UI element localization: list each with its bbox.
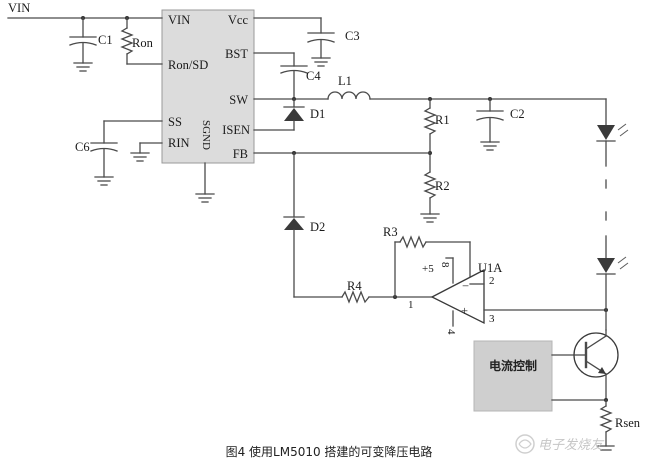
pin3-label: 3 [489, 313, 495, 325]
pin-label-sgnd: SGND [200, 120, 212, 150]
pin-label-vcc: Vcc [228, 13, 249, 27]
current-control-label: 电流控制 [489, 358, 537, 373]
u1a-label: U1A [478, 261, 502, 275]
r3-label: R3 [383, 225, 398, 239]
vin-label: VIN [8, 1, 30, 15]
opamp-minus-sign: − [462, 279, 469, 293]
r2-label: R2 [435, 179, 450, 193]
led-icon-bottom [597, 258, 615, 273]
plus5-label: +5 [422, 263, 434, 275]
c4-label: C4 [306, 69, 321, 83]
pin-label-ron-sd: Ron/SD [168, 58, 208, 72]
c2-label: C2 [510, 107, 525, 121]
l1-label: L1 [338, 74, 352, 88]
ron-label: Ron [132, 36, 154, 50]
watermark-logo: 电子发烧友 [515, 434, 605, 454]
d2-label: D2 [310, 220, 325, 234]
led-icon-top [597, 125, 615, 140]
pin2-label: 2 [489, 275, 495, 287]
pin-label-ss: SS [168, 115, 182, 129]
r1-label: R1 [435, 113, 450, 127]
r4-label: R4 [347, 279, 362, 293]
c1-label: C1 [98, 33, 113, 47]
pin4-label: 4 [445, 329, 457, 335]
lm5010-ic-body [161, 9, 255, 164]
pin-label-sw: SW [229, 93, 248, 107]
watermark-text: 电子发烧友 [538, 438, 605, 453]
d1-label: D1 [310, 107, 325, 121]
c6-label: C6 [75, 140, 90, 154]
pin-label-bst: BST [225, 47, 248, 61]
current-control-block [473, 340, 553, 412]
opamp-plus-sign: + [461, 304, 468, 318]
pin-label-vin: VIN [168, 13, 190, 27]
pin1-label: 1 [408, 299, 414, 311]
figure-caption: 图4 使用LM5010 搭建的可变降压电路 [226, 444, 433, 459]
rsen-label: Rsen [615, 416, 641, 430]
pin-label-rin: RIN [168, 136, 190, 150]
c3-label: C3 [345, 29, 360, 43]
u1a-opamp [430, 268, 485, 325]
pin8-label: 8 [439, 262, 451, 268]
pin-label-fb: FB [233, 147, 248, 161]
pin-label-isen: ISEN [222, 123, 250, 137]
